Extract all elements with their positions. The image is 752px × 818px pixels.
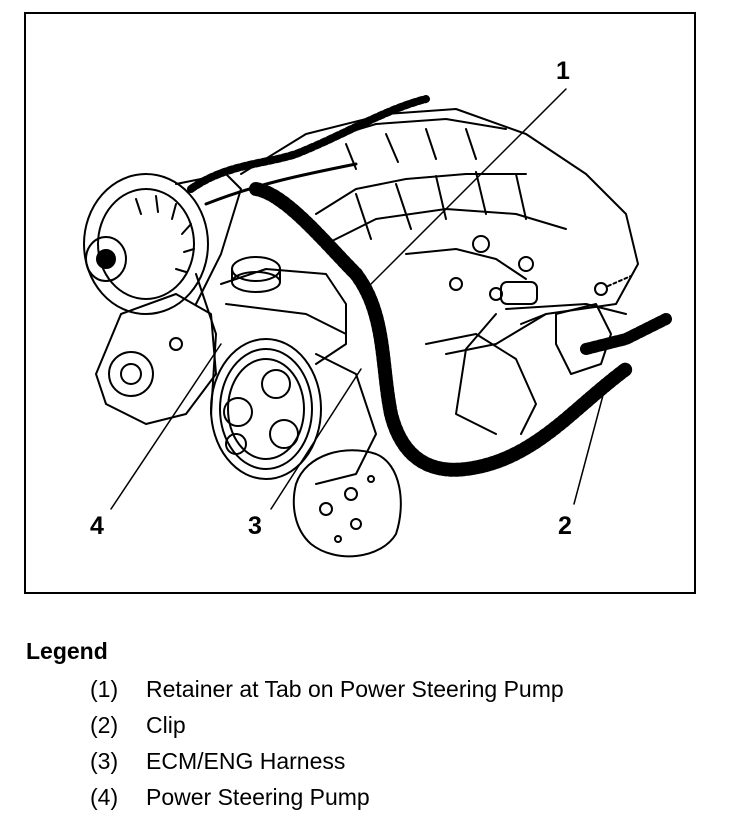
legend-item: (3) ECM/ENG Harness [90, 748, 345, 775]
legend-item-text: ECM/ENG Harness [146, 748, 346, 774]
alternator [83, 173, 242, 315]
legend-item-number: (3) [90, 748, 119, 774]
legend-item-text: Power Steering Pump [146, 784, 370, 810]
legend-item: (1) Retainer at Tab on Power Steering Pum… [90, 676, 564, 703]
legend-item: (2) Clip [90, 712, 186, 739]
callout-4: 4 [90, 512, 104, 540]
legend-item-text: Clip [146, 712, 186, 738]
harmonic-balancer [292, 449, 402, 558]
legend-item-text: Retainer at Tab on Power Steering Pump [146, 676, 564, 702]
leader-lines [110, 88, 607, 510]
legend-title: Legend [26, 638, 108, 664]
upper-wiring [187, 95, 430, 206]
lower-bracket [95, 273, 217, 425]
callout-2: 2 [558, 512, 572, 540]
callout-3: 3 [248, 512, 262, 540]
callout-1: 1 [556, 57, 570, 85]
power-steering-pump [210, 256, 377, 485]
ecm-eng-harness [249, 182, 672, 477]
legend-item-number: (2) [90, 712, 119, 738]
engine-block [240, 108, 639, 435]
figure-frame: 1 2 3 4 [24, 12, 696, 594]
clip [520, 275, 632, 375]
legend-item-number: (4) [90, 784, 119, 810]
engine-illustration [83, 88, 672, 558]
legend-item: (4) Power Steering Pump [90, 784, 370, 811]
legend-item-number: (1) [90, 676, 119, 702]
